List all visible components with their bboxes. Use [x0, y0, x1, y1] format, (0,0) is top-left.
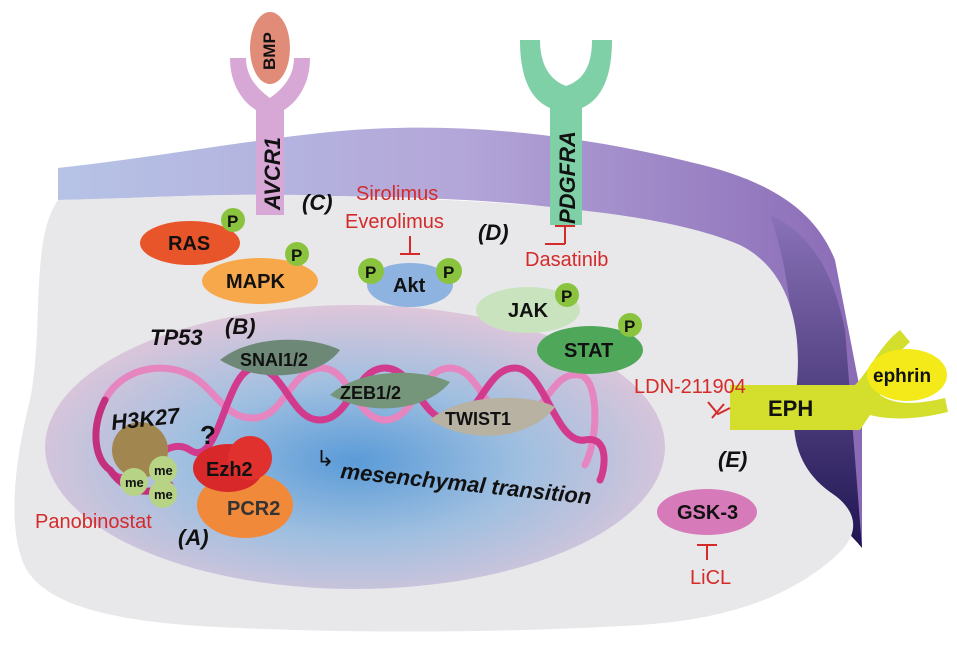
tf-twist-label: TWIST1 — [445, 409, 511, 429]
jak — [476, 287, 580, 333]
tp53-label: TP53 — [150, 325, 203, 350]
methyl-3 — [149, 480, 177, 508]
pdgfra-inhibitor — [545, 225, 575, 245]
eph-label: EPH — [768, 396, 813, 421]
jak-phospho-label: P — [561, 287, 572, 306]
transition-arrow: ↳ — [316, 446, 334, 471]
ephrin-label: ephrin — [873, 366, 931, 387]
eph-inhibitor — [707, 401, 731, 419]
bmp-ligand — [250, 12, 290, 84]
akt-group: Akt P P — [358, 258, 462, 307]
jak-stat: JAK STAT P P — [476, 283, 643, 374]
nucleus — [45, 305, 665, 589]
methyl-3-label: me — [154, 487, 173, 502]
pdgfra-shape — [520, 40, 612, 225]
drug-panobinostat: Panobinostat — [35, 511, 152, 533]
methyl-1 — [149, 456, 177, 484]
drug-sirolimus: Sirolimus — [356, 183, 438, 205]
methyl-2-label: me — [125, 475, 144, 490]
ras-phospho-label: P — [227, 212, 238, 231]
stat-phospho — [618, 313, 642, 337]
akt-phospho-right-label: P — [443, 263, 454, 282]
gsk3 — [657, 489, 757, 535]
section-a: (A) — [178, 525, 209, 550]
tf-twist: TWIST1 — [430, 397, 555, 436]
gsk3-group: GSK-3 LiCL — [657, 489, 757, 589]
jak-label: JAK — [508, 300, 549, 322]
tf-snai-shape — [220, 339, 340, 376]
dna-loop — [92, 396, 174, 495]
bmp-label: BMP — [260, 32, 279, 70]
stat-label: STAT — [564, 340, 613, 362]
section-b: (B) — [225, 314, 256, 339]
ephrin-ligand — [867, 349, 947, 401]
drug-everolimus: Everolimus — [345, 211, 444, 233]
gsk3-inhibitor — [697, 544, 717, 560]
akt-phospho-left — [358, 258, 384, 284]
pdgfra-label: PDGFRA — [555, 131, 580, 224]
cell-membrane — [58, 127, 862, 549]
tf-twist-shape — [430, 397, 555, 436]
akt-label: Akt — [393, 275, 426, 297]
drug-dasatinib: Dasatinib — [525, 249, 608, 271]
eph-receptor: ephrin EPH — [730, 330, 948, 430]
mapk — [202, 258, 318, 304]
avcr1-label: AVCR1 — [260, 137, 285, 211]
tf-zeb: ZEB1/2 — [330, 372, 450, 409]
akt-phospho-left-label: P — [365, 263, 376, 282]
methyl-1-label: me — [154, 463, 173, 478]
mapk-phospho — [285, 242, 309, 266]
question-mark: ? — [200, 420, 216, 450]
ras-mapk: MAPK RAS P P — [140, 208, 318, 304]
drug-licl: LiCL — [690, 567, 731, 589]
gsk3-label: GSK-3 — [677, 502, 738, 524]
section-c: (C) — [302, 190, 333, 215]
ezh2-lobe — [228, 436, 272, 480]
avcr1-receptor: BMP AVCR1 — [230, 12, 310, 215]
akt — [367, 263, 453, 307]
tf-snai-label: SNAI1/2 — [240, 350, 308, 370]
drug-ldn: LDN-211904 — [634, 376, 746, 398]
stat — [537, 326, 643, 374]
section-d: (D) — [478, 220, 509, 245]
ras — [140, 221, 240, 265]
ezh2-label: Ezh2 — [206, 459, 253, 481]
ras-phospho — [221, 208, 245, 232]
ras-label: RAS — [168, 233, 210, 255]
akt-inhibitor — [400, 236, 420, 255]
stat-phospho-label: P — [624, 317, 635, 336]
jak-phospho — [555, 283, 579, 307]
methyl-2 — [120, 468, 148, 496]
pdgfra-receptor: PDGFRA — [520, 40, 612, 225]
tf-zeb-label: ZEB1/2 — [340, 383, 401, 403]
mapk-label: MAPK — [226, 271, 285, 293]
prc2-complex: Ezh2 PCR2 me me me — [112, 422, 293, 538]
akt-phospho-right — [436, 258, 462, 284]
mapk-phospho-label: P — [291, 246, 302, 265]
tf-snai: SNAI1/2 — [220, 339, 340, 376]
tf-zeb-shape — [330, 372, 450, 409]
dna-strand-1 — [101, 364, 599, 469]
pcr2-label: PCR2 — [227, 498, 280, 520]
avcr1-shape — [230, 58, 310, 215]
section-e: (E) — [718, 447, 747, 472]
